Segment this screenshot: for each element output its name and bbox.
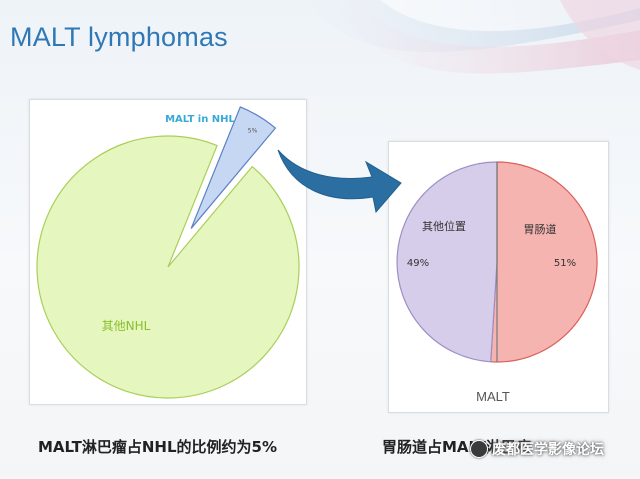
pie-slice-gi	[490, 161, 598, 363]
pie-data-label-other-site: 49%	[407, 258, 429, 269]
caption-left: MALT淋巴瘤占NHL的比例约为5%	[38, 438, 277, 456]
pie-slice-malt-in-nhl	[190, 106, 277, 229]
pie-title-malt: MALT	[476, 389, 510, 404]
caption-right: 胃肠道占MALT淋巴瘤的51%	[382, 438, 532, 456]
watermark-text: 废都医学影像论坛	[492, 442, 604, 458]
pie-label-gi: 胃肠道	[524, 222, 557, 236]
pie-data-label-malt: 5%	[248, 128, 258, 135]
watermark-logo-icon	[470, 440, 488, 458]
pie-label-other-site: 其他位置	[422, 219, 466, 233]
pie-slice-other-nhl	[36, 135, 300, 399]
nhl-pie-chart: 5% MALT in NHL 其他NHL	[36, 106, 300, 399]
slide-title: MALT lymphomas	[10, 22, 228, 52]
pie-label-other-nhl: 其他NHL	[102, 319, 151, 333]
watermark: 废都医学影像论坛	[470, 436, 604, 462]
arrow-icon	[277, 149, 402, 214]
pie-data-label-gi: 51%	[554, 258, 576, 269]
malt-pie-chart: 胃肠道 51% 其他位置 49% MALT	[396, 161, 598, 404]
pie-label-malt-in-nhl: MALT in NHL	[165, 114, 235, 125]
pie-slice-other-site	[396, 161, 498, 363]
